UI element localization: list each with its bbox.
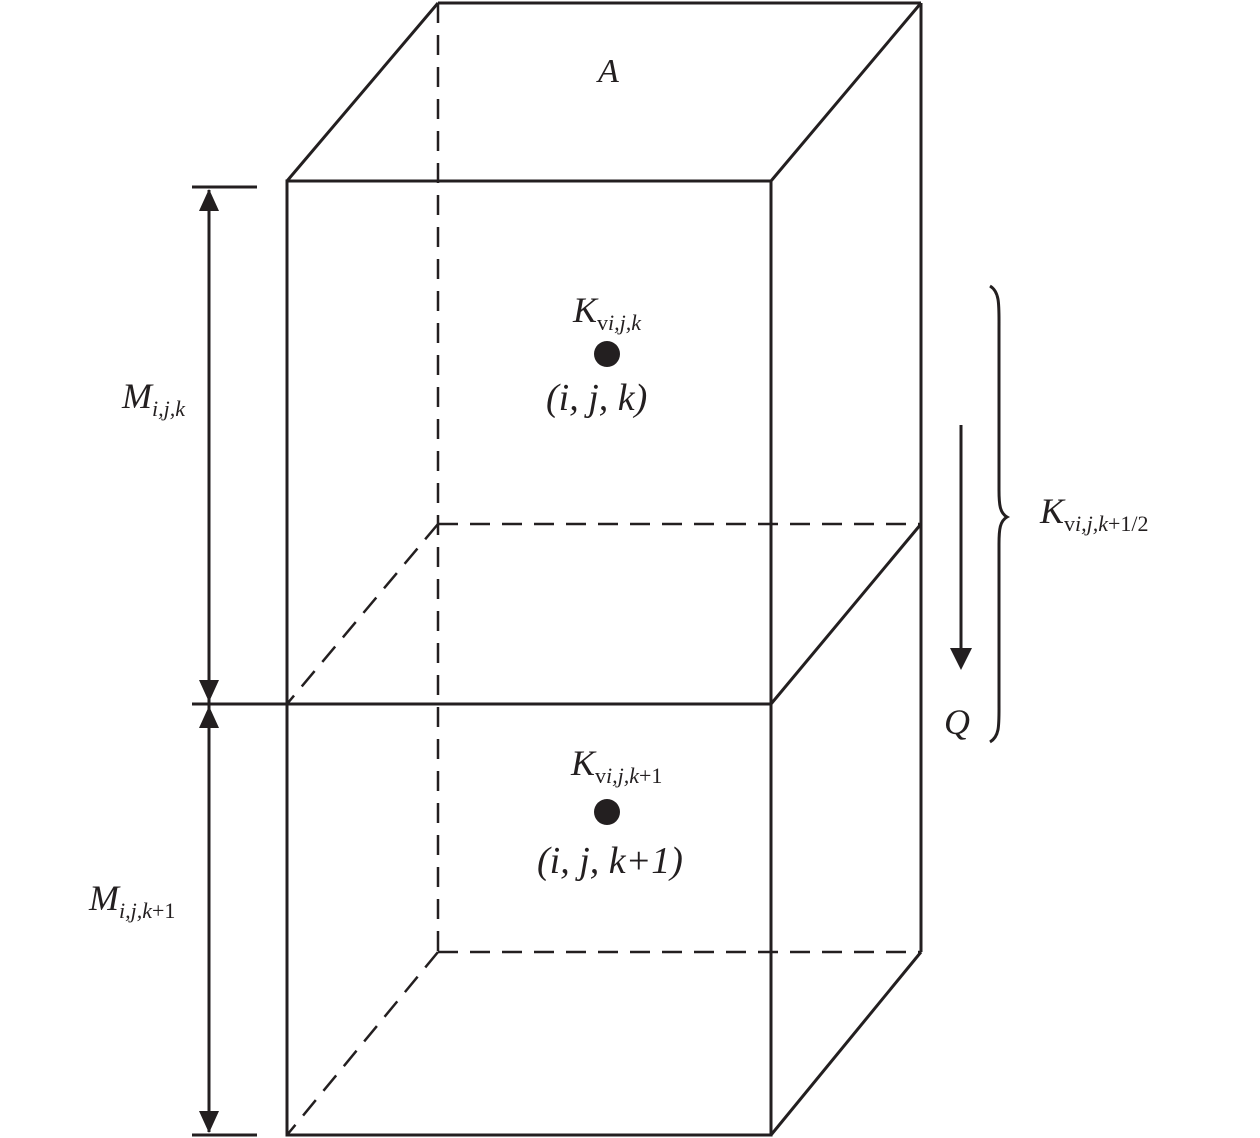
thickness-dimensions: Mi,j,k Mi,j,k+1 [88,185,287,1137]
bottom-left-hidden-diagonal [286,951,439,1136]
area-label: A [596,53,619,90]
lower-thickness-label: Mi,j,k+1 [88,878,175,923]
arrowhead-down-icon [199,1111,219,1133]
lower-cell-index: (i, j, k+1) [537,840,683,882]
lower-cell-node-dot [594,799,620,825]
upper-cell-k-label: Kvi,j,k [572,290,642,335]
upper-cell-node: Kvi,j,k (i, j, k) [546,290,647,419]
lower-cell-node: Kvi,j,k+1 (i, j, k+1) [537,743,683,882]
interface-k-label: Kvi,j,k+1/2 [1039,491,1149,536]
upper-thickness-label: Mi,j,k [121,376,186,421]
interface-brace: Kvi,j,k+1/2 [989,284,1149,744]
box-solid-edges [285,1,923,1137]
upper-cell-index: (i, j, k) [546,377,647,419]
lower-cell-k-label: Kvi,j,k+1 [570,743,662,788]
mid-right-diagonal [769,523,923,705]
front-face [285,179,773,1137]
brace-icon [989,284,1011,744]
arrowhead-down-icon [199,680,219,702]
mid-left-hidden-diagonal [286,523,439,705]
top-left-diagonal [285,2,440,182]
bottom-right-diagonal [769,951,923,1136]
flow-label: Q [944,702,970,742]
arrow-down-icon [950,648,972,670]
upper-cell-node-dot [594,341,620,367]
top-right-diagonal [769,2,923,182]
box-hidden-edges [286,3,921,1136]
arrowhead-up-icon [199,189,219,211]
flow-arrow: Q [944,425,972,742]
arrowhead-up-icon [199,706,219,728]
